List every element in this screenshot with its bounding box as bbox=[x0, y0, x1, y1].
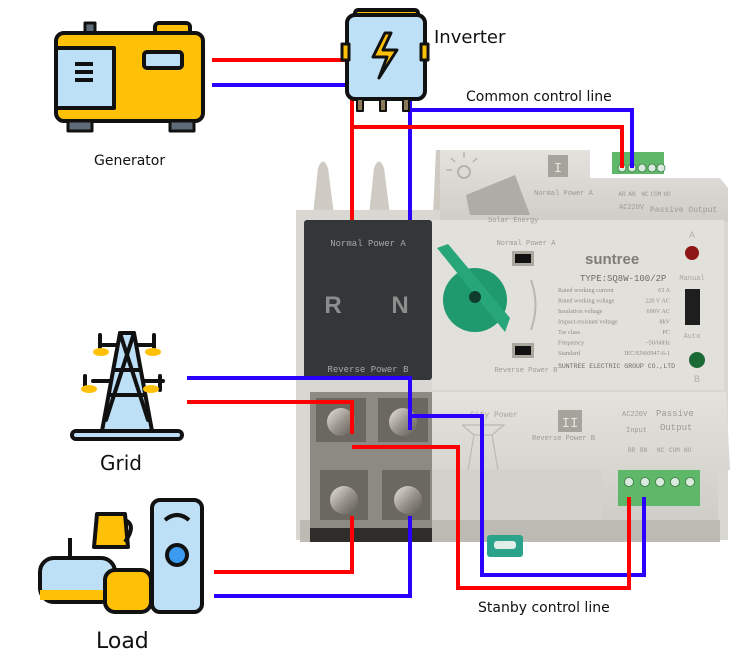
wire-common-control-live bbox=[352, 125, 624, 168]
top-input-voltage: AC220V bbox=[619, 204, 645, 212]
switch-face: Normal Power A Reverse Power B suntree T… bbox=[437, 230, 705, 384]
model-type: TYPE:SQ8W-100/2P bbox=[580, 274, 666, 284]
spec-value: 690V AC bbox=[647, 308, 670, 315]
rotate-arrow-icon bbox=[530, 279, 537, 331]
cover-label-top: Normal Power A bbox=[330, 239, 406, 249]
roman-numeral-two: II bbox=[562, 416, 579, 432]
grid-label: Grid bbox=[100, 451, 142, 475]
load-label: Load bbox=[96, 629, 149, 654]
common-control-line-label: Common control line bbox=[466, 89, 612, 105]
top-passive-output: Passive Output bbox=[650, 206, 717, 215]
wire-standby-control-neutral bbox=[410, 414, 646, 577]
wire-load-live bbox=[214, 516, 354, 574]
window-label-bottom: Reverse Power B bbox=[494, 367, 557, 375]
indicator-b-led bbox=[689, 352, 705, 368]
standby-control-line-label: Stanby control line bbox=[478, 600, 610, 616]
roman-badge-bg bbox=[548, 155, 568, 177]
spec-name: Rated working voltage bbox=[558, 298, 615, 305]
wire-grid-live bbox=[187, 400, 354, 434]
terminal-label-nc: NC bbox=[641, 191, 649, 198]
generator-icon bbox=[54, 21, 205, 133]
wire-standby-control-live bbox=[352, 445, 631, 590]
wires bbox=[187, 58, 646, 598]
terminal-label-nc-b: NC bbox=[657, 447, 665, 454]
indicator-b-label: B bbox=[694, 374, 700, 384]
mode-switch[interactable] bbox=[685, 289, 700, 325]
top-module: I Normal Power A Solar Energy AR AN NC C… bbox=[446, 152, 717, 225]
terminal-label-an: AN bbox=[628, 191, 636, 198]
bottom-input-label: Input bbox=[626, 427, 647, 435]
terminal-label-ar: AR bbox=[618, 191, 626, 198]
spec-value: IEC/EN60947-6-1 bbox=[624, 350, 670, 357]
terminal-label-br: BR bbox=[628, 447, 636, 454]
selector-knob[interactable] bbox=[437, 244, 510, 332]
wire-load-neutral bbox=[214, 516, 412, 598]
spec-name: Insulation voltage bbox=[558, 308, 603, 315]
spec-value: PC bbox=[662, 329, 670, 336]
terminal-screw-r-bottom[interactable] bbox=[320, 470, 368, 520]
mode-manual-label: Manual bbox=[679, 275, 704, 283]
spec-value: 8kV bbox=[659, 319, 670, 326]
solar-house-icon bbox=[446, 152, 530, 215]
solar-energy-label: Solar Energy bbox=[488, 217, 538, 225]
terminal-label-no-b: NO bbox=[684, 447, 692, 454]
common-control-terminal-block[interactable] bbox=[612, 152, 666, 174]
pole-cover: Normal Power A Reverse Power B R N bbox=[304, 220, 432, 380]
brand-logo: suntree bbox=[585, 251, 639, 268]
generator-label: Generator bbox=[94, 153, 166, 169]
bottom-output-label: Output bbox=[660, 423, 692, 433]
indicator-a-led bbox=[685, 246, 699, 260]
indicator-a-label: A bbox=[689, 230, 695, 240]
spec-value: 220 V AC bbox=[645, 298, 670, 305]
terminal-label-com-b: COM bbox=[669, 447, 680, 454]
roman-badge-two-bg bbox=[558, 410, 582, 432]
bottom-module: City Power II Reverse Power B AC220V Inp… bbox=[461, 409, 700, 506]
inverter-label: Inverter bbox=[434, 27, 506, 48]
terminal-label-com: COM bbox=[651, 191, 662, 198]
terminal-screw-r-top[interactable] bbox=[316, 398, 366, 442]
cover-label-bottom: Reverse Power B bbox=[327, 365, 409, 375]
spec-name: Impact-resistant voltage bbox=[558, 319, 618, 326]
bottom-module-caption: Reverse Power B bbox=[532, 435, 595, 443]
grid-tower-icon bbox=[70, 331, 184, 441]
top-module-caption: Normal Power A bbox=[534, 190, 594, 198]
pole-r-label: R bbox=[324, 292, 341, 319]
city-power-label: City Power bbox=[470, 411, 518, 420]
spec-name: Standard bbox=[558, 350, 581, 357]
pole-n-label: N bbox=[391, 292, 408, 319]
terminal-screw-n-top[interactable] bbox=[378, 398, 428, 442]
spec-name: Tse class bbox=[558, 329, 581, 336]
spec-value: ~50/60Hz bbox=[645, 340, 670, 347]
top-fins bbox=[313, 150, 445, 215]
spec-name: Frequency bbox=[558, 340, 585, 347]
roman-numeral-one: I bbox=[554, 161, 562, 177]
spec-value: 63 A bbox=[658, 287, 670, 294]
load-appliances-icon bbox=[38, 498, 204, 614]
terminal-label-bn: BN bbox=[640, 447, 648, 454]
spec-table: Rated working current 63 A Rated working v… bbox=[558, 287, 671, 357]
wire-common-control-neutral bbox=[410, 108, 634, 168]
mode-auto-label: Auto bbox=[684, 333, 701, 341]
terminal-screw-n-bottom[interactable] bbox=[382, 470, 430, 520]
bottom-passive-label: Passive bbox=[656, 409, 694, 419]
standby-control-terminal-block[interactable] bbox=[618, 470, 700, 506]
wire-grid-neutral bbox=[187, 376, 412, 430]
terminal-label-no: NO bbox=[663, 191, 671, 198]
bottom-input-voltage: AC220V bbox=[622, 411, 648, 419]
window-label-top: Normal Power A bbox=[497, 240, 557, 248]
manufacturer-label: SUNTREE ELECTRIC GROUP CO.,LTD bbox=[558, 363, 675, 370]
inverter-icon bbox=[340, 8, 430, 112]
spec-name: Rated working current bbox=[558, 287, 614, 294]
